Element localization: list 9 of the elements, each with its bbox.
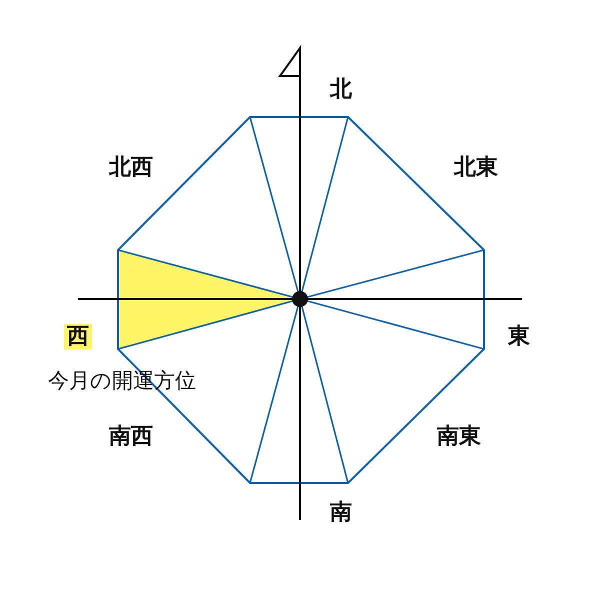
direction-label: 北東	[454, 154, 498, 182]
direction-label: 北西	[109, 154, 153, 182]
direction-label: 南西	[109, 424, 153, 450]
note-text: 今月の開運方位	[48, 368, 196, 394]
direction-label: 西	[64, 324, 92, 350]
direction-label: 東	[508, 324, 530, 350]
direction-label: 南	[330, 500, 352, 526]
direction-label: 北	[330, 76, 352, 104]
direction-label: 南東	[437, 424, 481, 450]
